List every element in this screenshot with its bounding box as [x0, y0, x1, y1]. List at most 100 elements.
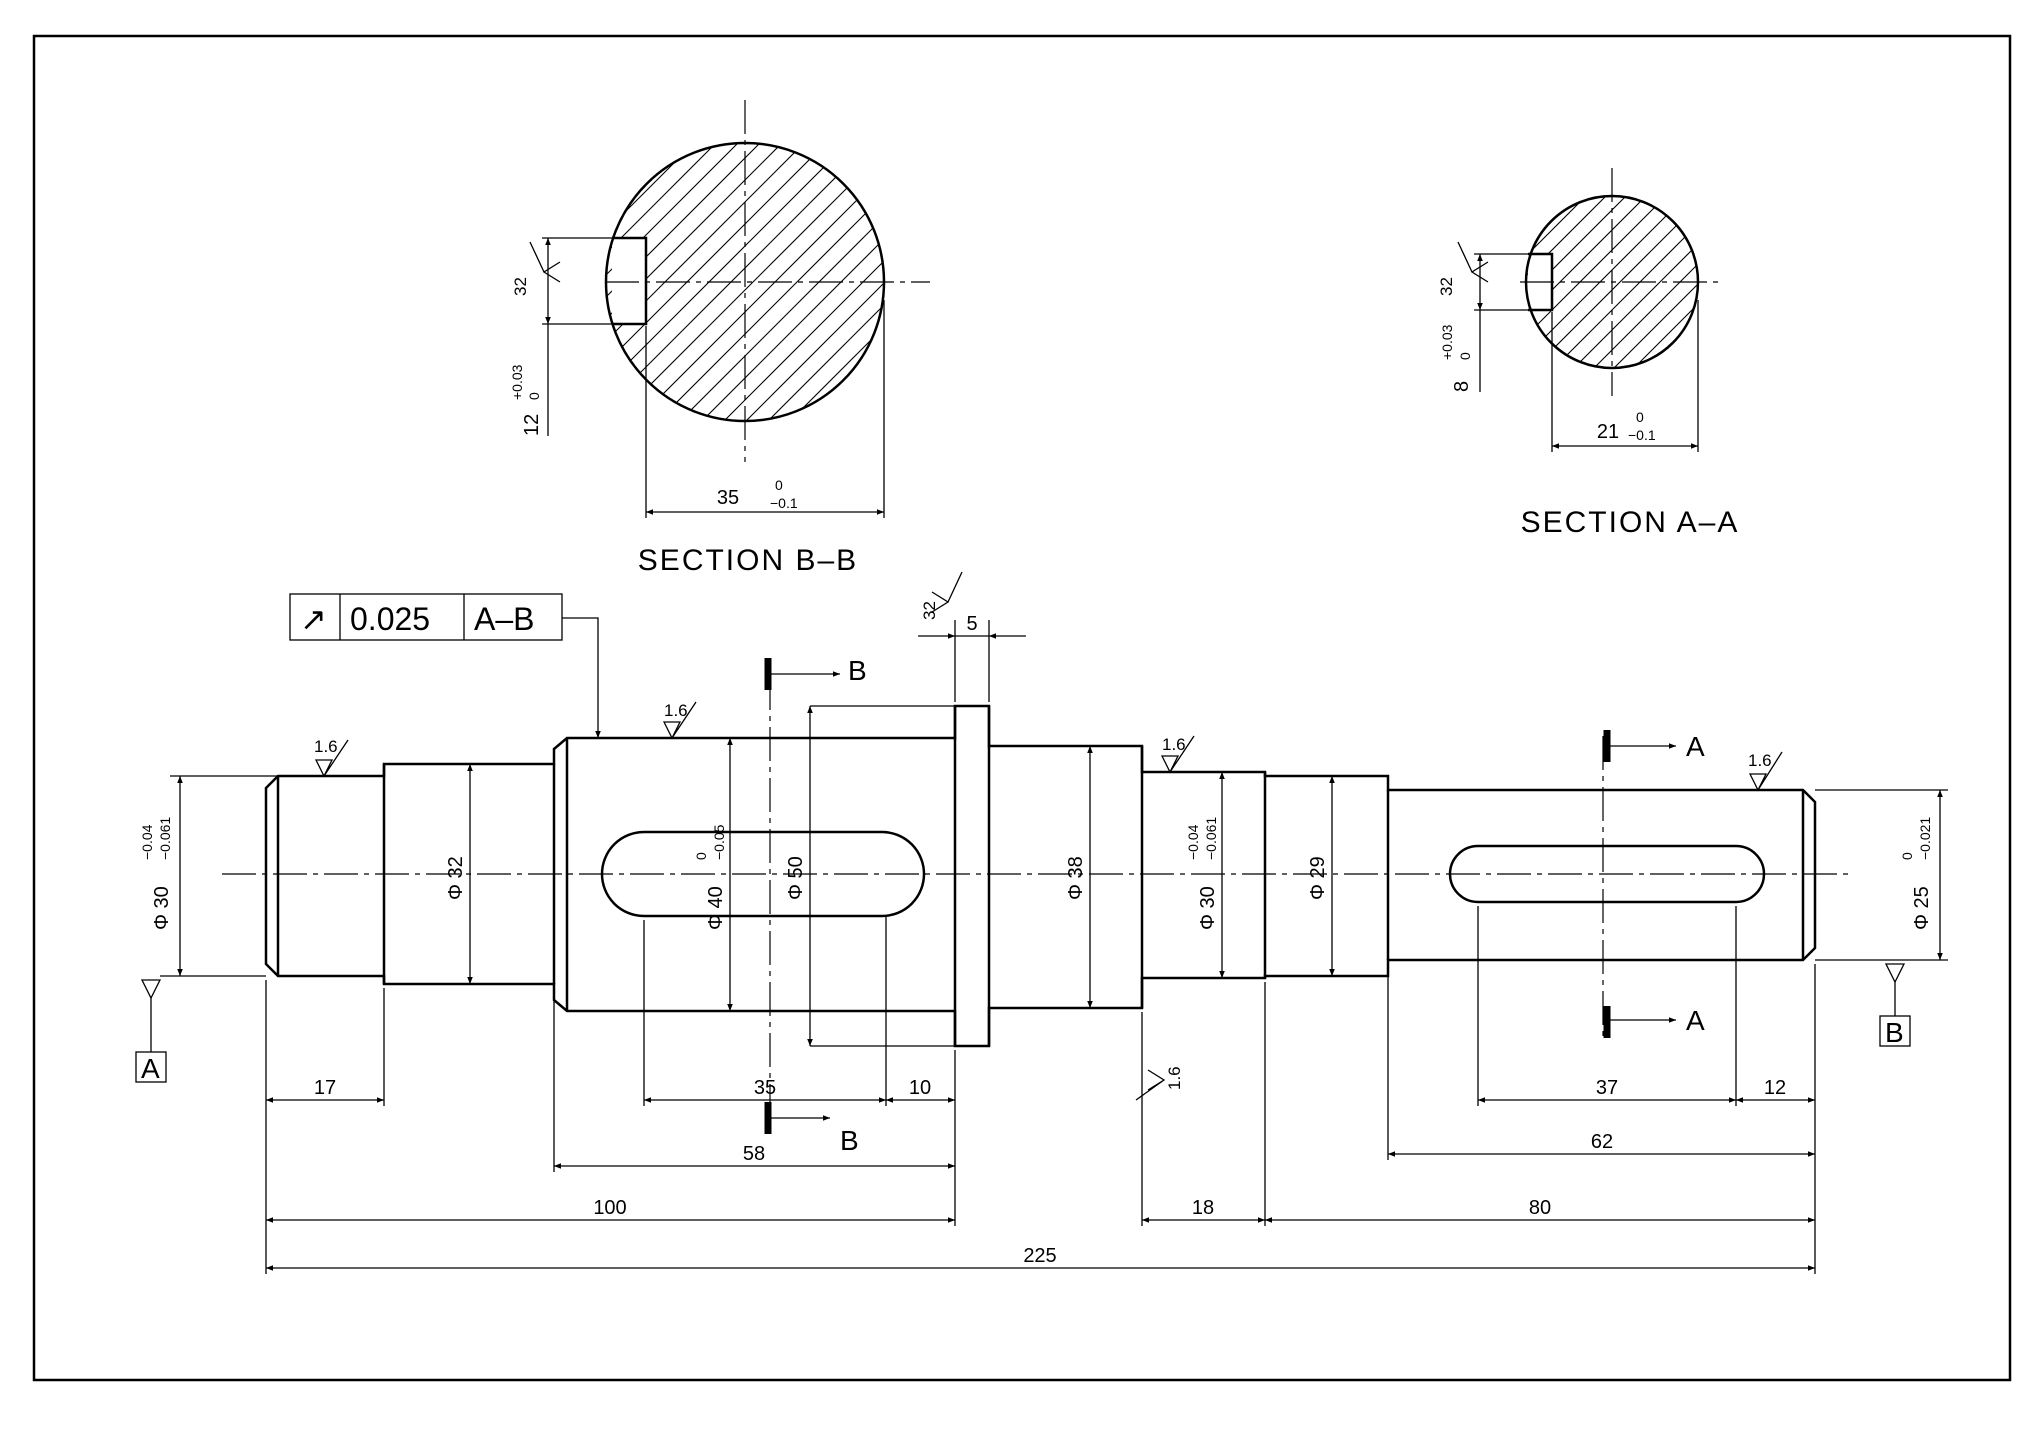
shaft-main-view: B B A A ↗ 0.025 A–B [135, 571, 1948, 1274]
len-12: 12 [1764, 1077, 1786, 1099]
roughness-value-4: 1.6 [1748, 751, 1772, 770]
hatch-line [606, 143, 695, 421]
len-37: 37 [1596, 1077, 1618, 1099]
len-100: 100 [593, 1197, 626, 1219]
len-5: 5 [966, 613, 977, 635]
section-aa-title: SECTION A–A [1521, 506, 1740, 539]
dia-25-tol-lower: −0.021 [1917, 817, 1933, 860]
datum-b-label: B [1885, 1017, 1904, 1048]
section-mark-a-bottom: A [1603, 1005, 1705, 1038]
hatch-line [606, 143, 739, 421]
dia-30-left-tol-lower: −0.061 [157, 817, 173, 860]
hatch-line [1633, 196, 1698, 368]
len-35: 35 [754, 1077, 776, 1099]
dia-30-left: Φ 30 [151, 886, 173, 930]
section-aa-width-tol-upper: 0 [1636, 409, 1644, 425]
section-bb-keyway [612, 236, 648, 326]
section-mark-b-bottom: B [764, 1102, 859, 1156]
section-aa-view: 21 0 −0.1 8 +0.03 0 32 SECTION A–A [1437, 168, 1740, 539]
dia-30-left-tol-upper: −0.04 [139, 824, 155, 860]
len-80: 80 [1529, 1197, 1551, 1219]
dia-40-tol-lower: −0.05 [711, 824, 727, 860]
hatch-line [613, 143, 884, 421]
section-mark-b-top-label: B [848, 655, 867, 686]
dia-25-tol-upper: 0 [1899, 852, 1915, 860]
dia-30-right: Φ 30 [1197, 886, 1219, 930]
section-bb-view: 35 0 −0.1 12 +0.03 0 32 SECTION B–B [509, 100, 930, 577]
dia-32: Φ 32 [445, 856, 467, 900]
section-bb-width-dim: 35 [717, 487, 739, 509]
section-aa-depth-tol-upper: +0.03 [1439, 324, 1455, 360]
datum-a-symbol: A [135, 975, 266, 1084]
datum-b-symbol: B [1815, 959, 1948, 1048]
hatch-line [1613, 196, 1698, 368]
section-aa-roughness-value: 32 [1437, 277, 1456, 296]
hatch-line [1573, 196, 1698, 368]
section-mark-b-top: B [764, 655, 867, 690]
section-bb-title: SECTION B–B [638, 544, 858, 577]
drawing-border [32, 34, 2012, 1382]
len-18: 18 [1192, 1197, 1214, 1219]
dia-38: Φ 38 [1065, 856, 1087, 900]
hatch-line [767, 143, 884, 421]
len-62: 62 [1591, 1131, 1613, 1153]
section-bb-width-tol-lower: −0.1 [770, 495, 798, 511]
hatch-line [1526, 196, 1587, 368]
hatch-line [657, 143, 884, 421]
section-aa-depth-dim: 8 [1451, 381, 1473, 392]
dia-29: Φ 29 [1307, 856, 1329, 900]
len-225: 225 [1023, 1245, 1056, 1267]
keyway-slot-right [1448, 844, 1766, 904]
hatch-line [606, 143, 629, 421]
roughness-symbol-6: 1.6 [1135, 1066, 1184, 1101]
dia-40: Φ 40 [705, 886, 727, 930]
section-bb-depth-tol-upper: +0.03 [509, 364, 525, 400]
dia-40-tol-upper: 0 [693, 852, 709, 860]
runout-value: 0.025 [350, 601, 430, 637]
hatch-line [606, 143, 607, 421]
section-aa-width-dim: 21 [1597, 421, 1619, 443]
section-aa-width-tol-lower: −0.1 [1628, 427, 1656, 443]
hatch-line [606, 143, 717, 421]
roughness-value-6: 1.6 [1165, 1066, 1184, 1090]
roughness-value-2: 1.6 [664, 701, 688, 720]
section-bb-width-tol-upper: 0 [775, 477, 783, 493]
hatch-line [1693, 196, 1698, 368]
roughness-symbol-bb [529, 241, 561, 283]
runout-symbol-icon: ↗ [300, 601, 327, 637]
dia-50: Φ 50 [785, 856, 807, 900]
keyway-slot-left [600, 830, 926, 918]
roughness-value-5: 32 [920, 601, 939, 620]
shaft-outline [264, 704, 1817, 1048]
runout-tolerance-frame: ↗ 0.025 A–B [289, 593, 601, 738]
roughness-symbol-4: 1.6 [1748, 751, 1783, 792]
hatch-line [855, 143, 884, 421]
section-mark-a-top-label: A [1686, 731, 1705, 762]
roughness-symbol-aa [1457, 241, 1489, 283]
len-58: 58 [743, 1143, 765, 1165]
section-aa-depth-tol-lower: 0 [1457, 352, 1473, 360]
dia-30-right-tol-upper: −0.04 [1185, 824, 1201, 860]
dia-25: Φ 25 [1911, 886, 1933, 930]
hatch-line [789, 143, 884, 421]
section-mark-a-bottom-label: A [1686, 1005, 1705, 1036]
roughness-symbol-3: 1.6 [1160, 735, 1195, 774]
runout-datum: A–B [474, 601, 534, 637]
section-bb-depth-dim: 12 [521, 414, 543, 436]
roughness-value-3: 1.6 [1162, 735, 1186, 754]
dia-30-right-tol-lower: −0.061 [1203, 817, 1219, 860]
len-17: 17 [314, 1077, 336, 1099]
section-bb-depth-tol-lower: 0 [526, 392, 542, 400]
roughness-symbol-5: 32 [920, 571, 963, 620]
roughness-symbol-1: 1.6 [314, 737, 349, 778]
roughness-value-1: 1.6 [314, 737, 338, 756]
section-mark-a-top: A [1603, 730, 1705, 762]
section-mark-b-bottom-label: B [840, 1125, 859, 1156]
roughness-symbol-2: 1.6 [662, 701, 697, 740]
datum-a-label: A [141, 1053, 160, 1084]
section-bb-roughness-value: 32 [511, 277, 530, 296]
len-10: 10 [909, 1077, 931, 1099]
hatch-line [1526, 196, 1607, 368]
hatch-line [745, 143, 884, 421]
